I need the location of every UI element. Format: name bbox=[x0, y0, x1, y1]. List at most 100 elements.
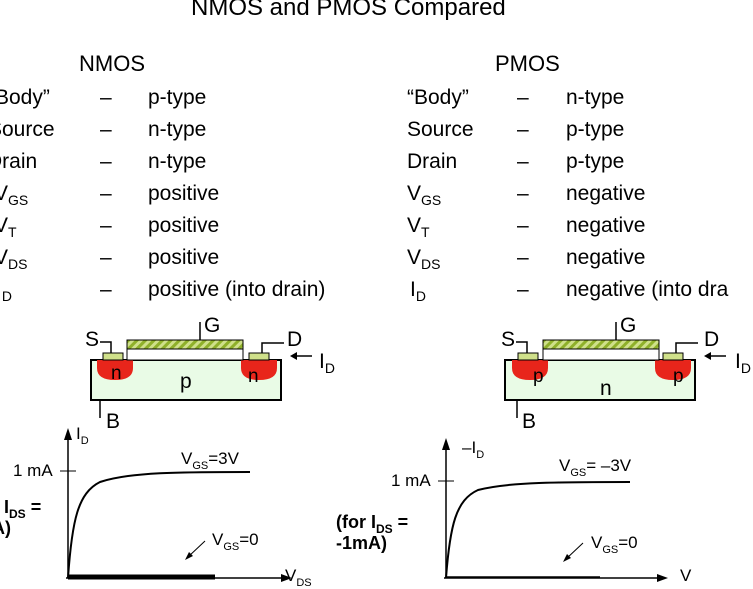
pmos-row-value: negative bbox=[566, 214, 646, 237]
nmos-id-vds-graph bbox=[60, 428, 292, 582]
pmos-row-dash: – bbox=[517, 214, 529, 237]
nmos-row-vds: VDS bbox=[0, 246, 28, 272]
nmos-row-sub: D bbox=[1, 288, 12, 304]
nmos-source-contact bbox=[102, 352, 124, 361]
nmos-graph-note-line1: r IDS = bbox=[0, 497, 41, 521]
nmos-row-label: Drain bbox=[0, 150, 38, 173]
pmos-row-vgs: VGS bbox=[407, 182, 442, 208]
nmos-row-body: “Body” bbox=[0, 86, 50, 110]
nmos-row-value: positive bbox=[148, 214, 220, 237]
nmos-lower-curve-label: VGS=0 bbox=[212, 530, 259, 553]
pmos-row-dash: – bbox=[517, 182, 529, 205]
nmos-row-dash: – bbox=[100, 182, 112, 205]
nmos-right-well-label: n bbox=[248, 366, 259, 387]
nmos-drain-contact bbox=[248, 352, 270, 361]
pmos-row-label: “Body” bbox=[407, 86, 469, 109]
nmos-tick-label: 1 mA bbox=[13, 461, 53, 480]
nmos-note-prefix: r I bbox=[0, 497, 10, 517]
pmos-lower-curve-text: V bbox=[591, 533, 603, 552]
nmos-upper-curve-value: =3V bbox=[208, 449, 239, 468]
pmos-drain-well bbox=[655, 360, 691, 380]
nmos-row-sub: T bbox=[8, 224, 17, 240]
pmos-x-axis-arrow bbox=[657, 574, 668, 582]
nmos-row-id: ID bbox=[0, 278, 12, 304]
pmos-note-prefix: (for I bbox=[336, 512, 376, 532]
nmos-y-axis-text: I bbox=[76, 424, 81, 443]
nmos-source-label: S bbox=[85, 328, 100, 351]
nmos-x-axis-label: VDS bbox=[285, 566, 312, 589]
pmos-row-vt: VT bbox=[407, 214, 430, 240]
pmos-note-suffix: = bbox=[392, 512, 409, 532]
pmos-row-value: p-type bbox=[566, 150, 625, 173]
pmos-y-axis-text: –I bbox=[462, 438, 477, 457]
nmos-lower-curve-text: V bbox=[212, 530, 224, 549]
pmos-header: PMOS bbox=[495, 51, 560, 76]
nmos-current-arrow bbox=[290, 352, 312, 360]
pmos-row-sub: T bbox=[421, 224, 430, 240]
pmos-row-sub: GS bbox=[421, 192, 442, 208]
pmos-left-well-label: p bbox=[533, 366, 544, 387]
pmos-tick-label: 1 mA bbox=[391, 471, 431, 490]
nmos-row-value: positive (into drain) bbox=[148, 278, 326, 301]
pmos-row-source: Source bbox=[407, 118, 474, 142]
pmos-upper-curve-sub: GS bbox=[570, 467, 587, 479]
pmos-row-sub: D bbox=[415, 288, 426, 304]
pmos-graph-note: (for IDS = -1mA) bbox=[336, 512, 408, 554]
pmos-row-label: I bbox=[410, 278, 416, 301]
pmos-graph-note-line1: (for IDS = bbox=[336, 512, 409, 535]
nmos-row-label: V bbox=[0, 214, 9, 237]
pmos-row-value: negative bbox=[566, 182, 646, 205]
nmos-row-value: p-type bbox=[148, 86, 207, 109]
nmos-row-label: V bbox=[0, 246, 9, 269]
pmos-drain-lead bbox=[675, 342, 698, 353]
pmos-row-value: negative bbox=[566, 246, 646, 269]
nmos-drain-lead bbox=[261, 342, 284, 353]
pmos-row-label: V bbox=[407, 246, 422, 269]
pmos-upper-curve-text: V bbox=[559, 456, 571, 475]
nmos-y-axis-label: ID bbox=[76, 424, 89, 447]
nmos-drain-label: D bbox=[287, 328, 303, 351]
nmos-row-vgs: VGS bbox=[0, 182, 29, 208]
nmos-row-dash: – bbox=[100, 150, 112, 173]
nmos-row-value: positive bbox=[148, 182, 220, 205]
pmos-lower-curve-sub: GS bbox=[602, 544, 619, 556]
pmos-row-value: p-type bbox=[566, 118, 625, 141]
pmos-graph-note-line2: -1mA) bbox=[336, 533, 388, 553]
nmos-row-source: Source bbox=[0, 118, 55, 142]
nmos-note-sub: DS bbox=[9, 507, 26, 521]
pmos-current-label: ID bbox=[735, 350, 751, 375]
pmos-drain-label: D bbox=[704, 328, 720, 351]
nmos-substrate-label: p bbox=[180, 370, 192, 393]
pmos-source-label: S bbox=[501, 328, 516, 351]
pmos-gate-oxide bbox=[542, 348, 660, 361]
pmos-row-label: Drain bbox=[407, 150, 458, 173]
nmos-graph-note: r IDS = A) bbox=[0, 497, 41, 539]
nmos-row-value: n-type bbox=[148, 150, 207, 173]
nmos-row-label: Source bbox=[0, 118, 55, 141]
pmos-y-axis-label: –ID bbox=[462, 438, 485, 461]
pmos-lower-curve-value: =0 bbox=[618, 533, 638, 552]
pmos-row-dash: – bbox=[517, 118, 529, 141]
pmos-row-label: V bbox=[407, 182, 422, 205]
nmos-upper-curve-sub: GS bbox=[192, 460, 209, 472]
pmos-current-arrow bbox=[704, 352, 726, 360]
pmos-drain-contact bbox=[662, 352, 684, 361]
nmos-device-cross-section bbox=[90, 322, 312, 418]
nmos-row-dash: – bbox=[100, 278, 112, 301]
nmos-gate-oxide bbox=[126, 348, 244, 361]
nmos-upper-curve bbox=[67, 471, 251, 579]
nmos-x-axis-sub: DS bbox=[296, 577, 312, 589]
nmos-left-well-label: n bbox=[111, 363, 122, 384]
nmos-annotation-arrowhead bbox=[185, 552, 193, 560]
nmos-row-sub: GS bbox=[8, 192, 29, 208]
pmos-source-lead bbox=[516, 341, 528, 353]
pmos-upper-curve-label: VGS= –3V bbox=[559, 456, 631, 479]
nmos-y-axis-sub: D bbox=[80, 435, 89, 447]
pmos-row-sub: DS bbox=[421, 256, 441, 272]
nmos-row-dash: – bbox=[100, 246, 112, 269]
pmos-y-axis-sub: D bbox=[476, 449, 485, 461]
pmos-row-vds: VDS bbox=[407, 246, 441, 272]
nmos-body-label: B bbox=[106, 410, 121, 433]
nmos-row-sub: DS bbox=[8, 256, 28, 272]
